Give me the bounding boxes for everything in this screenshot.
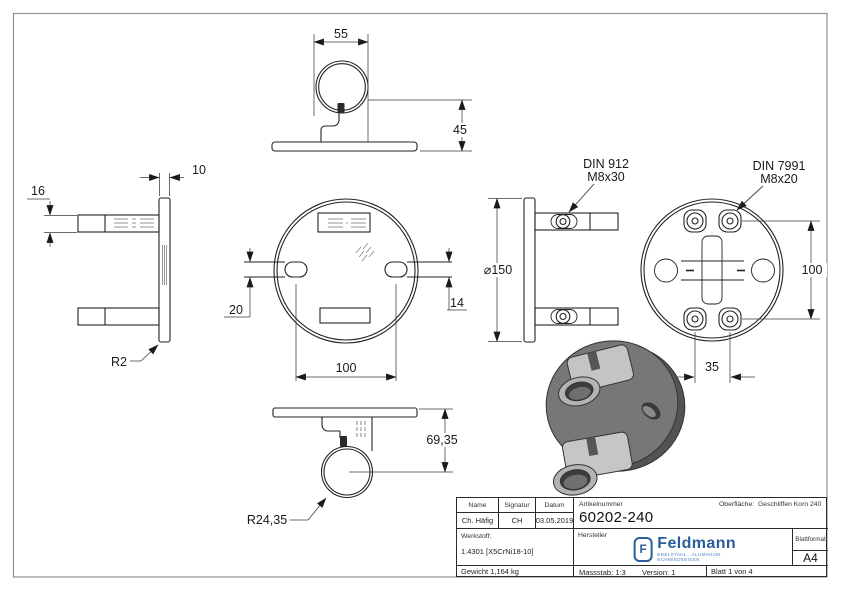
left-view-upper-arm (77, 214, 160, 233)
side-view-lower-arm (534, 307, 619, 326)
tb-werkstoff-cell: Werkstoff: 1.4301 [X5CrNi18-10] (457, 529, 574, 566)
note-m8x20: M8x20 (760, 172, 798, 186)
tb-blatt: Blatt 1 von 4 (711, 567, 753, 576)
tb-label-werkstoff: Werkstoff: (461, 533, 492, 540)
bottom-view: 69,35 R24,35 (247, 407, 464, 527)
tb-label-artikelnummer: Artikelnummer (579, 501, 623, 508)
surface-marks (355, 242, 375, 262)
countersunk-screws (683, 209, 742, 331)
tb-hersteller-cell: Hersteller F Feldmann EDELSTAHL · ALUMIN… (574, 529, 793, 566)
dim-bg (420, 433, 464, 447)
tb-value-oberflaeche: Geschliffen Korn 240 (758, 501, 822, 508)
screw-head-bottom (555, 309, 571, 324)
iso-lower-clamp (552, 431, 633, 496)
bottom-view-leg (321, 417, 340, 432)
side-view-plate (523, 197, 536, 343)
back-view-disc-inner (643, 201, 781, 339)
dim-diameter: ⌀150 (484, 263, 512, 277)
feldmann-logo-tagline: EDELSTAHL · ALUMINIUM · SCHMIEDEEISEN (657, 552, 725, 563)
right-side-view: ⌀150 DIN 912 M8x30 (478, 157, 629, 343)
top-view: 55 45 (271, 27, 476, 152)
dim-top-width: 55 (334, 27, 348, 41)
tb-gewicht: Gewicht 1,164 kg (457, 566, 574, 577)
feldmann-logo-name: Feldmann (657, 535, 737, 553)
tb-label-oberflaeche: Oberfläche: (719, 501, 755, 508)
back-view-dimension-lines (670, 185, 820, 383)
left-side-view: 16 10 R2 (27, 163, 206, 369)
dim-hole-spacing-v: 100 (802, 263, 823, 277)
note-din7991: DIN 7991 (753, 159, 806, 173)
tb-value-name: Ch. Häfig (457, 513, 499, 529)
tb-value-datum: 03.05.2019 (536, 513, 574, 529)
top-view-leg (320, 112, 340, 142)
feldmann-logo: F Feldmann EDELSTAHL · ALUMINIUM · SCHMI… (633, 535, 741, 563)
bottom-hatch-marks (356, 421, 366, 437)
pocket-hatch-marks (328, 218, 366, 228)
tb-label-blattformat: Blattformat (793, 529, 828, 551)
dim-slot-spacing: 100 (336, 361, 357, 375)
tb-label-hersteller: Hersteller (578, 532, 608, 539)
tb-massstab-cell: Massstab: 1:3 Version: 1 (574, 566, 707, 577)
dim-hole-spacing-h: 35 (705, 360, 719, 374)
cross-channels (654, 235, 775, 305)
sheet-frame (12, 12, 828, 578)
dim-fillet-radius: R2 (111, 355, 127, 369)
tb-version: Version: 1 (642, 568, 676, 577)
front-view-top-pocket (317, 212, 371, 233)
tb-value-artikelnummer: 60202-240 (579, 509, 654, 526)
bottom-view-clamp-slit (340, 436, 347, 447)
tb-header-name: Name (457, 498, 499, 513)
feldmann-logo-icon: F (633, 536, 653, 562)
iso-upper-clamp (558, 344, 634, 407)
front-view-disc-inner (276, 201, 416, 341)
back-view: DIN 7991 M8x20 100 35 (640, 159, 827, 383)
front-view-left-slot (284, 261, 308, 278)
dim-ring-radius: R24,35 (247, 513, 287, 527)
dim-bg (444, 123, 476, 137)
screw-head-top (555, 214, 571, 229)
tb-article-zone: Artikelnummer 60202-240 Oberfläche: Gesc… (574, 498, 828, 529)
dim-top-height: 45 (453, 123, 467, 137)
dim-slot-offset: 20 (229, 303, 243, 317)
dim-bg (796, 263, 827, 277)
dim-slot-height: 14 (450, 296, 464, 310)
left-view-lower-arm (77, 307, 160, 326)
front-view-dimension-lines (224, 248, 467, 381)
note-m8x30: M8x30 (587, 170, 625, 184)
front-view-disc-outer (273, 198, 419, 344)
top-view-clamp-slit (337, 103, 345, 113)
title-block: Name Signatur Datum Ch. Häfig CH 03.05.2… (456, 497, 828, 577)
dim-plate-thickness: 10 (192, 163, 206, 177)
front-view-bottom-pocket (319, 307, 371, 324)
tb-value-signatur: CH (499, 513, 536, 529)
dim-bracket-height: 69,35 (426, 433, 457, 447)
dim-arm-height: 16 (31, 184, 45, 198)
tb-header-signatur: Signatur (499, 498, 536, 513)
iso-view (545, 340, 686, 496)
tb-value-werkstoff: 1.4301 [X5CrNi18-10] (461, 547, 534, 556)
back-view-disc-outer (640, 198, 784, 342)
top-view-plate (271, 141, 418, 152)
tb-header-datum: Datum (536, 498, 574, 513)
bottom-view-plate (272, 407, 418, 418)
left-view-plate (158, 197, 171, 343)
front-view: 20 14 100 (224, 198, 467, 381)
left-view-dimension-lines (27, 173, 184, 362)
iso-oblong-hole (641, 402, 661, 420)
note-din912: DIN 912 (583, 157, 629, 171)
dim-bg (478, 263, 518, 277)
tb-value-blattformat: A4 (793, 551, 828, 566)
arm-hatch-marks (114, 218, 167, 285)
tb-massstab: Massstab: 1:3 (579, 568, 626, 577)
front-view-right-slot (384, 261, 408, 278)
side-view-upper-arm (534, 212, 619, 231)
